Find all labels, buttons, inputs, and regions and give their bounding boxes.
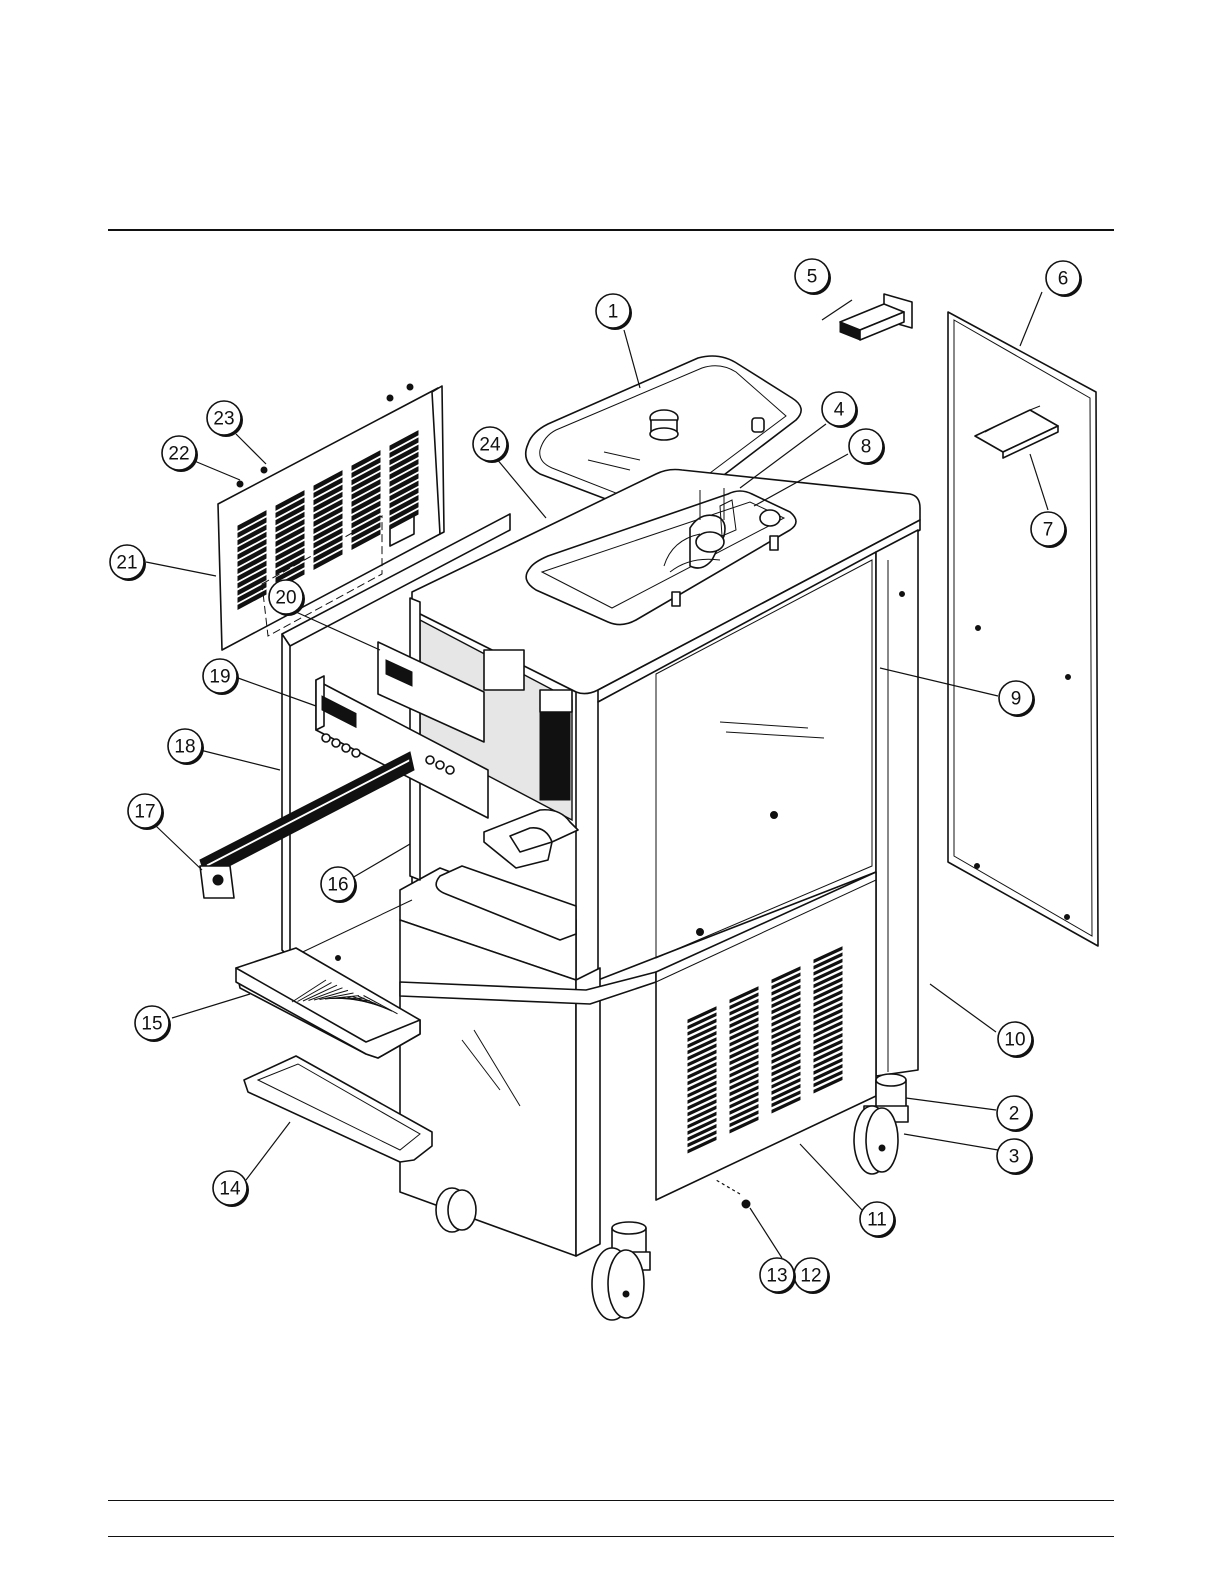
callout-label: 4 bbox=[834, 400, 845, 421]
callout-14: 14 bbox=[213, 1171, 249, 1207]
drip-tray-cover bbox=[236, 948, 420, 1058]
callout-label: 6 bbox=[1058, 269, 1069, 290]
callout-24: 24 bbox=[473, 427, 509, 463]
callout-label: 12 bbox=[800, 1266, 821, 1287]
callout-22: 22 bbox=[162, 436, 198, 472]
callout-5: 5 bbox=[795, 259, 831, 295]
callout-label: 19 bbox=[209, 667, 230, 688]
callout-11: 11 bbox=[860, 1202, 896, 1238]
callout-6: 6 bbox=[1046, 261, 1082, 297]
callout-1: 1 bbox=[596, 294, 632, 330]
callout-label: 1 bbox=[608, 302, 619, 323]
callout-label: 9 bbox=[1011, 689, 1022, 710]
callout-label: 13 bbox=[766, 1266, 787, 1287]
callout-17: 17 bbox=[128, 794, 164, 830]
callout-label: 8 bbox=[861, 437, 872, 458]
callout-16: 16 bbox=[321, 867, 357, 903]
callout-label: 16 bbox=[327, 875, 348, 896]
callout-label: 23 bbox=[213, 409, 234, 430]
screw bbox=[716, 1180, 750, 1208]
callout-4: 4 bbox=[822, 392, 858, 428]
callout-label: 18 bbox=[174, 737, 195, 758]
callout-label: 3 bbox=[1009, 1147, 1020, 1168]
side-panel bbox=[948, 312, 1098, 946]
callout-13: 13 bbox=[760, 1258, 796, 1294]
drip-rail bbox=[200, 752, 414, 898]
callout-18: 18 bbox=[168, 729, 204, 765]
callout-label: 24 bbox=[479, 435, 501, 456]
callout-19: 19 bbox=[203, 659, 239, 695]
callout-15: 15 bbox=[135, 1006, 171, 1042]
callout-label: 20 bbox=[275, 588, 296, 609]
callout-23: 23 bbox=[207, 401, 243, 437]
callout-12: 12 bbox=[794, 1258, 830, 1294]
callout-label: 2 bbox=[1009, 1104, 1020, 1125]
callout-label: 5 bbox=[807, 267, 818, 288]
callout-2: 2 bbox=[997, 1096, 1033, 1132]
callout-21: 21 bbox=[110, 545, 146, 581]
callout-8: 8 bbox=[849, 429, 885, 465]
callout-label: 10 bbox=[1004, 1030, 1025, 1051]
callout-label: 7 bbox=[1043, 520, 1054, 541]
callout-10: 10 bbox=[998, 1022, 1034, 1058]
callout-label: 14 bbox=[219, 1179, 241, 1200]
machine-cabinet bbox=[400, 470, 920, 1257]
callout-label: 15 bbox=[141, 1014, 162, 1035]
callout-3: 3 bbox=[997, 1139, 1033, 1175]
callout-label: 22 bbox=[168, 444, 189, 465]
callout-label: 11 bbox=[867, 1210, 887, 1231]
callout-label: 21 bbox=[116, 553, 137, 574]
callout-label: 17 bbox=[134, 802, 155, 823]
